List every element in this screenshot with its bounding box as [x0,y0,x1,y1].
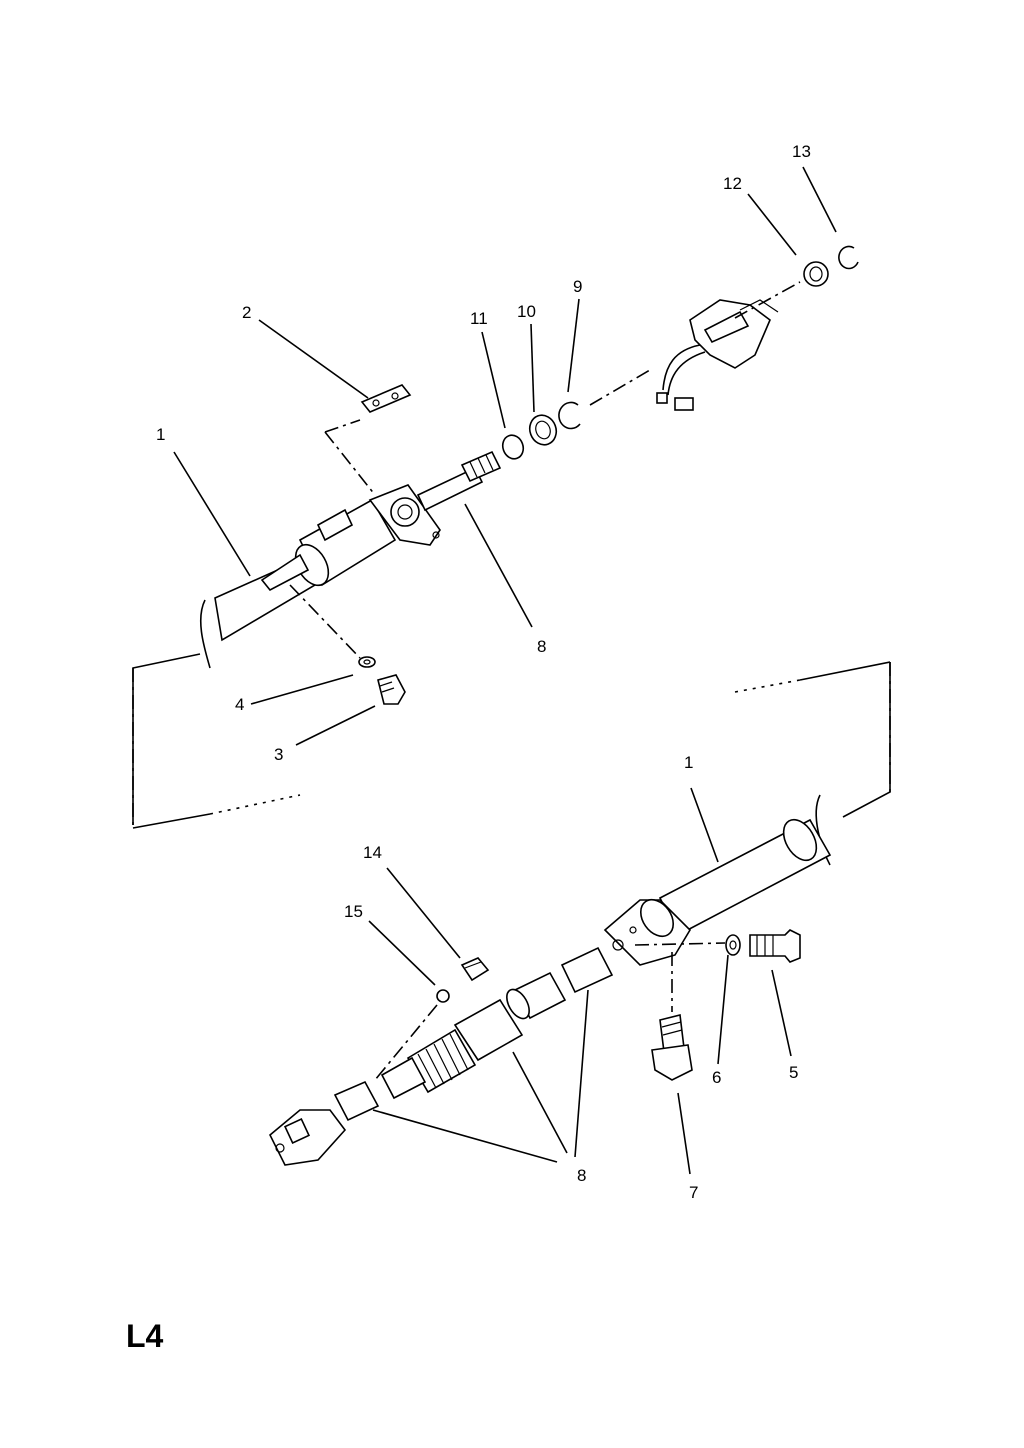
lower-column-assembly [269,661,891,1166]
callout-3: 3 [274,745,283,764]
callout-1-bottom: 1 [684,753,693,772]
callout-13: 13 [792,142,811,161]
page-code-label: L4 [126,1318,164,1354]
callout-9: 9 [573,277,582,296]
callout-6: 6 [712,1068,721,1087]
callout-8-top: 8 [537,637,546,656]
callout-7: 7 [689,1183,698,1202]
callout-10: 10 [517,302,536,321]
callout-14: 14 [363,843,382,862]
callout-15: 15 [344,902,363,921]
leader-lines [173,166,837,1175]
callout-2: 2 [242,303,251,322]
callout-labels: 1 2 4 3 8 11 10 9 12 13 1 14 15 6 5 8 7 [156,142,811,1202]
callout-4: 4 [235,695,244,714]
callout-11: 11 [470,309,488,328]
callout-5: 5 [789,1063,798,1082]
callout-1-top: 1 [156,425,165,444]
upper-column-assembly [132,245,859,829]
callout-12: 12 [723,174,742,193]
callout-8-bottom: 8 [577,1166,586,1185]
